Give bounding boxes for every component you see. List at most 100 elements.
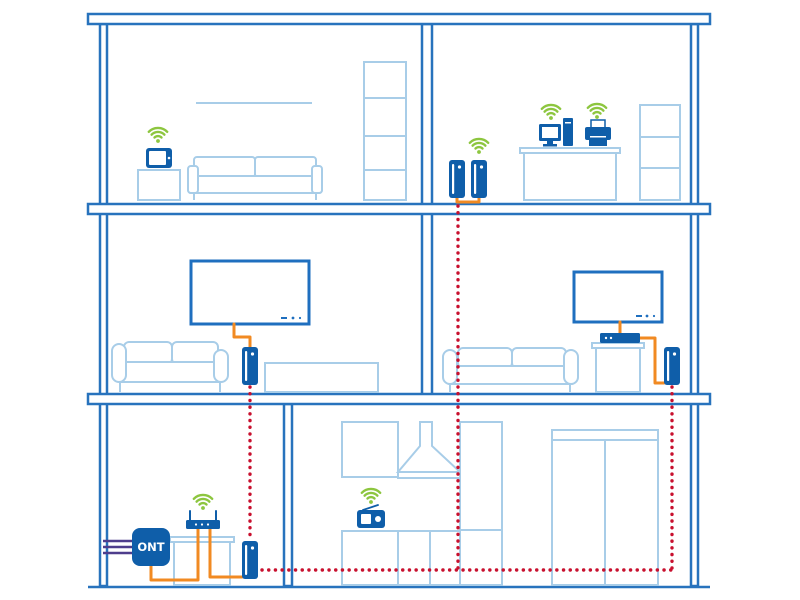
sofa-seat	[113, 361, 227, 383]
lower-cabinets	[341, 530, 461, 586]
sofa-arm	[563, 349, 579, 385]
radio-speaker	[361, 514, 371, 524]
tv-indicator	[652, 314, 656, 318]
desk	[519, 147, 621, 201]
monitor-screen	[542, 127, 558, 138]
tablet-icon	[146, 148, 172, 168]
bookshelf-frame	[363, 61, 407, 201]
tv-indicator	[645, 314, 649, 318]
ethernet-cable-router-to-adapter	[208, 527, 244, 579]
radio-dial	[375, 516, 381, 522]
radio-handle	[362, 504, 379, 511]
ethernet-cable-ont-to-router	[149, 527, 200, 582]
floor-slab-lower	[86, 392, 712, 406]
powerline-wiring	[248, 204, 674, 572]
tablet-screen	[149, 151, 166, 165]
tv-indicator	[636, 315, 642, 317]
sofa-back-cushion	[171, 341, 219, 365]
powerline-adapter-icon	[242, 541, 258, 579]
ont-icon: ONT	[132, 528, 170, 566]
sofa-upstairs	[187, 156, 323, 200]
ethernet-cable-living-tv	[232, 322, 252, 349]
monitor-base	[543, 144, 557, 147]
router-table-body	[173, 541, 231, 586]
upper-cabinet	[341, 421, 399, 478]
set-top-box-led	[609, 336, 613, 340]
wifi-icon	[192, 493, 214, 512]
sofa-back-cushion	[193, 156, 256, 178]
sofa-arm	[311, 165, 323, 194]
tv-icon	[572, 270, 664, 324]
sofa-arm	[111, 343, 127, 383]
tv-screen	[189, 259, 311, 326]
room-middle-left	[111, 259, 379, 393]
room-middle-right	[442, 270, 664, 393]
powerline-adapter-icon	[449, 160, 465, 198]
router-led	[194, 523, 198, 526]
set-top-box-body	[600, 333, 640, 343]
sideboard	[264, 362, 379, 393]
room-top-right	[519, 102, 681, 201]
sofa-back-cushion	[254, 156, 317, 178]
desk-body	[523, 152, 617, 201]
lower-cabinet-frame	[341, 530, 461, 586]
sofa-arm	[442, 349, 458, 385]
sofa-back-cushion	[123, 341, 173, 365]
tall-cabinet-frame	[459, 421, 503, 586]
ground-center-wall	[282, 402, 294, 588]
range-hood	[395, 421, 463, 479]
set-top-box-led	[604, 336, 608, 340]
range-hood-body	[395, 421, 463, 473]
tv-icon	[189, 259, 311, 326]
printer-slot	[590, 136, 606, 138]
desktop-computer-icon	[539, 118, 573, 147]
range-hood-base	[397, 471, 461, 479]
ethernet-cable-top-adapters	[455, 196, 481, 204]
router-led	[206, 523, 210, 526]
tv-indicator	[281, 317, 287, 319]
ethernet-cable-box-to-adapter	[638, 336, 666, 385]
sofa-seat	[444, 365, 577, 385]
tv-table	[591, 342, 645, 393]
room-kitchen	[341, 421, 659, 586]
monitor-stand	[547, 141, 553, 145]
router-icon	[186, 510, 220, 529]
wifi-icon	[468, 137, 490, 156]
fiber-lines	[103, 539, 132, 555]
tv-indicator	[298, 316, 302, 320]
ethernet-cables	[149, 196, 666, 582]
printer-tray	[589, 140, 607, 146]
cabinet	[639, 104, 681, 201]
wardrobe	[551, 429, 659, 586]
sofa-right	[442, 347, 579, 392]
wifi-icon	[540, 103, 562, 122]
ont-label: ONT	[137, 540, 164, 554]
set-top-box-icon	[600, 333, 640, 343]
router-led	[200, 523, 204, 526]
printer-paper	[590, 119, 606, 129]
tablet-button	[167, 156, 171, 160]
powerline-adapter-icon	[664, 347, 680, 385]
right-wall	[689, 22, 700, 588]
cabinet-frame	[639, 104, 681, 201]
tower-drive-slot	[565, 122, 571, 124]
sofa-arm	[213, 349, 229, 383]
powerline-adapter-icon	[242, 347, 258, 385]
floor-slab-upper	[86, 202, 712, 216]
wifi-icon	[586, 102, 608, 121]
tv-table-body	[595, 347, 641, 393]
sofa-arm	[187, 165, 199, 194]
powerline-adapter-icon	[471, 160, 487, 198]
tall-cabinet	[459, 421, 503, 586]
tv-indicator	[291, 316, 295, 320]
wifi-icon	[147, 126, 169, 145]
printer-icon	[585, 119, 611, 146]
wifi-icon	[360, 487, 382, 506]
left-wall	[98, 22, 109, 588]
tv-screen	[572, 270, 664, 324]
sofa-seat	[187, 175, 323, 194]
room-top-left	[137, 61, 407, 201]
bookshelf	[363, 61, 407, 201]
radio-icon	[357, 504, 385, 528]
